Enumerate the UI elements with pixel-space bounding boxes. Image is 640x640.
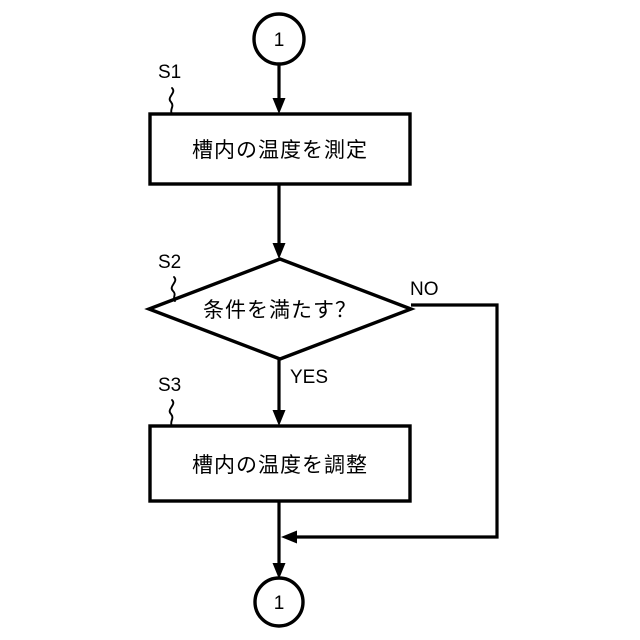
process-node-s1: 槽内の温度を測定 — [148, 112, 412, 186]
step-id-s3: S3 — [158, 375, 181, 396]
end-connector-node: 1 — [253, 576, 305, 628]
edge-s1-to-s2 — [272, 184, 286, 259]
start-connector-node: 1 — [252, 12, 306, 66]
edge-s3-to-end — [272, 501, 286, 579]
end-connector-label: 1 — [274, 593, 285, 614]
decision-node-s2: 条件を満たす？ — [144, 257, 416, 361]
edge-s2-yes-to-s3 — [272, 359, 286, 426]
edge-start-to-s1 — [272, 65, 286, 114]
branch-label-yes: YES — [290, 367, 328, 388]
edge-s2-no-bypass — [281, 303, 499, 544]
decision-s2-label: 条件を満たす？ — [203, 298, 357, 322]
start-connector-label: 1 — [274, 30, 285, 51]
s2-leader-line — [170, 276, 177, 302]
step-id-s2: S2 — [158, 252, 181, 273]
process-s1-label: 槽内の温度を測定 — [192, 138, 368, 162]
branch-label-no: NO — [410, 279, 439, 300]
s3-leader-line — [168, 399, 175, 427]
step-id-s1: S1 — [158, 62, 181, 83]
process-s3-label: 槽内の温度を調整 — [192, 453, 368, 477]
process-node-s3: 槽内の温度を調整 — [148, 424, 412, 503]
s1-leader-line — [168, 87, 175, 115]
